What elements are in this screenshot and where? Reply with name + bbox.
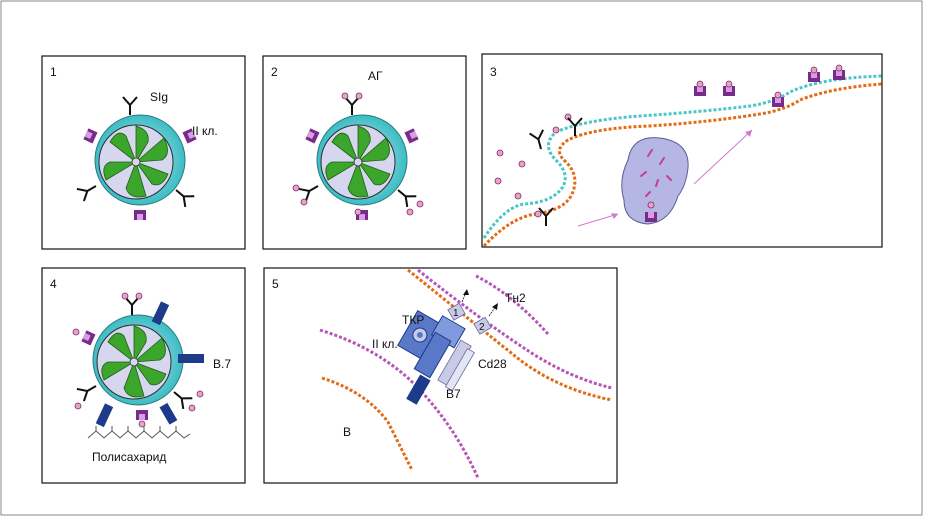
class2-label: II кл. — [192, 124, 218, 138]
panel-4: 4 B.7 Поли — [41, 267, 246, 484]
endosome-vesicle — [621, 137, 689, 225]
t-cell-membrane-violet — [417, 268, 613, 390]
b-cell-membrane-orange — [321, 376, 414, 471]
b-cell-with-antigen — [292, 92, 424, 220]
antigen-fragments — [640, 149, 672, 197]
b7-molecule-icon — [95, 301, 204, 428]
panel-2: 2 АГ — [262, 55, 467, 250]
panel-3: 3 — [481, 53, 883, 248]
b-cell-label: В — [343, 425, 351, 439]
panel-2-number: 2 — [271, 65, 278, 79]
th2-label: Тн2 — [505, 291, 526, 305]
cell-membrane-outer — [482, 74, 883, 239]
signal-box-1: 1 — [447, 289, 469, 321]
b-cell-membrane-violet — [319, 328, 480, 479]
b7-label-5: B7 — [446, 387, 461, 401]
free-antigen-icon — [494, 113, 572, 200]
panel-3-number: 3 — [490, 65, 497, 79]
panel-1-number: 1 — [50, 65, 57, 79]
panel-1: 1 SIg II кл. — [41, 55, 246, 250]
panel-4-number: 4 — [50, 277, 57, 291]
t-cell-membrane-orange — [407, 268, 613, 402]
cd28-label: Cd28 — [478, 357, 507, 371]
signal-2-label: 2 — [479, 322, 485, 333]
polysaccharide-label: Полисахарид — [92, 450, 166, 464]
b7-label: B.7 — [213, 357, 231, 371]
transport-arrow — [577, 129, 753, 227]
polysaccharide-chain — [87, 426, 191, 439]
antigen-label: АГ — [368, 69, 383, 83]
mhc-antigen-complex — [694, 64, 845, 107]
panel-5: 5 1 2 Тн2 — [263, 267, 618, 484]
tcr-complex — [397, 309, 475, 405]
signal-1-label: 1 — [453, 308, 459, 319]
panel-5-number: 5 — [272, 277, 279, 291]
signal-box-2: 2 — [473, 303, 498, 335]
class2-label-5: II кл. — [372, 337, 398, 351]
slg-label: SIg — [150, 90, 168, 104]
tkr-label: ТКР — [402, 313, 424, 327]
cell-membrane-inner — [482, 82, 883, 248]
b-cell-activated — [72, 292, 204, 428]
